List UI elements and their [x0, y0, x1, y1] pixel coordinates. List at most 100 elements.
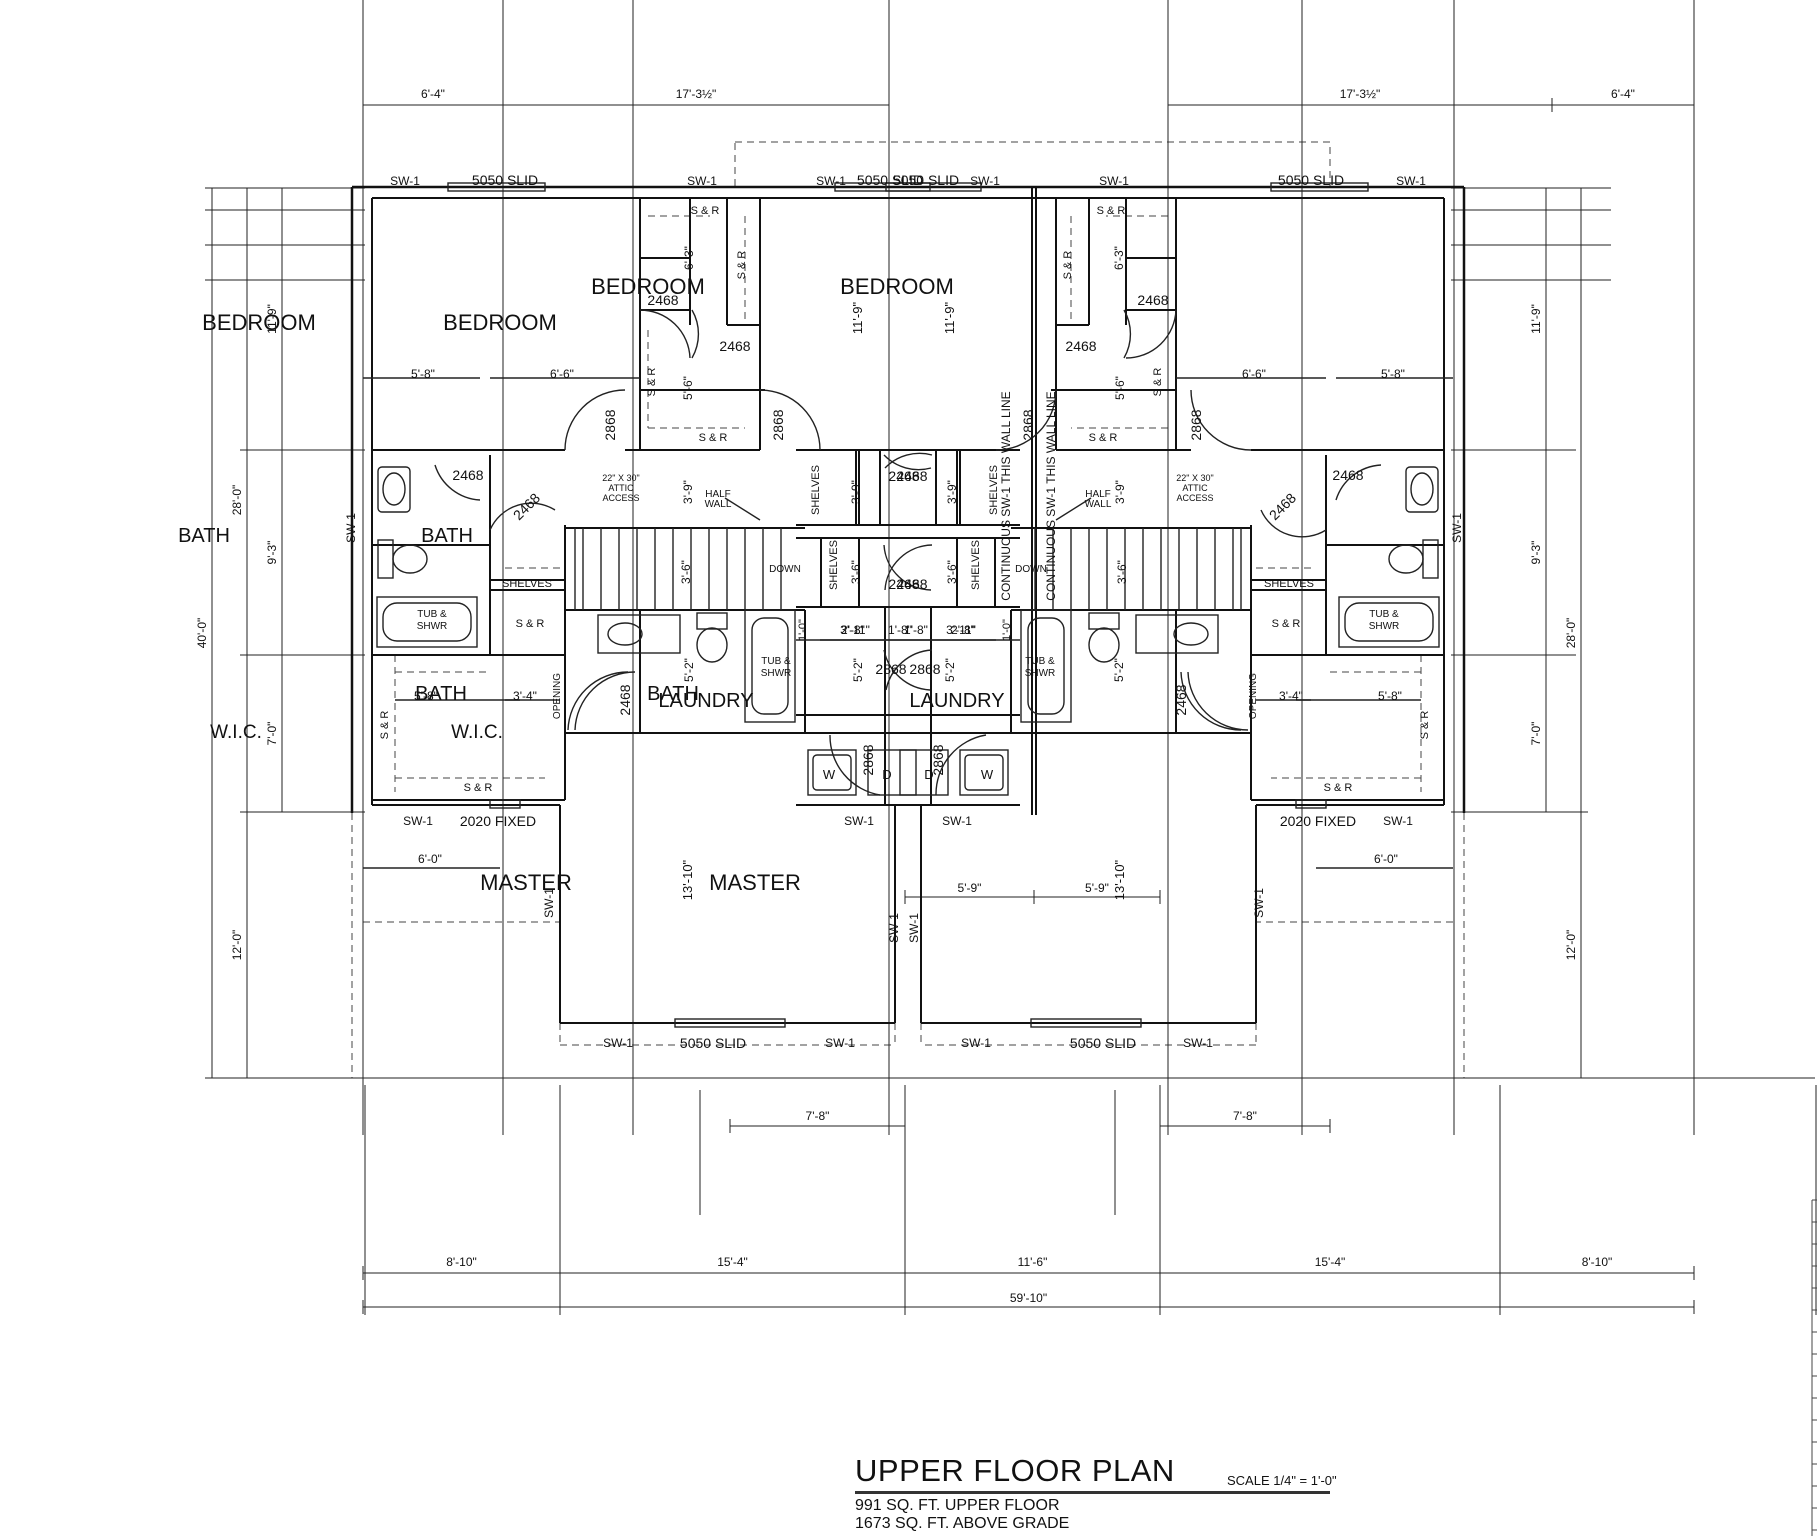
dim-top-left-b: 17'-3½"	[676, 87, 717, 101]
half-wall-note: HALF	[705, 489, 731, 500]
dim-bedroom-depth: 11'-9"	[942, 302, 957, 335]
washer-label: W	[981, 767, 994, 782]
stair-down-note: DOWN	[1015, 564, 1047, 575]
shelf-rod-note: S & R	[1419, 711, 1431, 740]
dim-top-left-a: 6'-4"	[421, 87, 445, 101]
sw-note: SW-1	[1252, 888, 1266, 918]
dim-side-12-0-r: 12'-0"	[1564, 930, 1578, 961]
half-wall-note: HALF	[1085, 489, 1111, 500]
attic-note: 22" X 30"	[1176, 473, 1213, 483]
door-swing	[829, 734, 881, 796]
door-tag: 2468	[888, 576, 919, 592]
shelf-rod-note: S & R	[464, 782, 493, 794]
sink-basin	[1173, 622, 1209, 646]
sw-note: SW-1	[603, 1036, 633, 1050]
attic-note: ATTIC	[1182, 483, 1208, 493]
door-swing	[884, 544, 933, 591]
dim-wic: 5'-8"	[414, 689, 438, 703]
washer	[807, 749, 857, 796]
dim-bottom-1: 15'-4"	[717, 1255, 748, 1269]
dim-bedroom: 6'-6"	[550, 367, 574, 381]
window-note: 5050 SLID	[893, 172, 959, 188]
room-label-hall-bath-right: BATH	[415, 683, 467, 705]
dryer	[867, 749, 917, 796]
door-tag: 2468	[888, 468, 919, 484]
dim-bath: 5'-2"	[1112, 658, 1126, 682]
room-label-hall-bath-left: BATH	[647, 683, 699, 705]
shelves-note: SHELVES	[828, 540, 840, 590]
dim-top-right-b: 6'-4"	[1611, 87, 1635, 101]
door-swing	[1125, 309, 1177, 359]
sw-note: SW-1	[942, 814, 972, 828]
leader-line	[724, 497, 761, 521]
door-swing	[884, 452, 933, 469]
door-tag: 2868	[1188, 409, 1204, 440]
dim-side-11-9-r: 11'-9"	[1529, 304, 1543, 334]
dim-bedroom: 6'-6"	[1242, 367, 1266, 381]
room-label-wic-right: W.I.C.	[210, 722, 262, 743]
leader-line	[1055, 497, 1092, 521]
sink-basin	[382, 472, 406, 506]
dim-side-40: 40'-0"	[195, 618, 209, 649]
door-tag: 2468	[452, 467, 483, 483]
dim-bottom-0: 8'-10"	[446, 1255, 477, 1269]
window-note-fixed: 2020 FIXED	[1280, 813, 1356, 829]
sw-note: SW-1	[1450, 513, 1464, 543]
window-bedroom	[447, 182, 546, 192]
dim-small: 3'-11"	[840, 623, 870, 637]
tub	[744, 609, 796, 723]
door-swing	[1190, 389, 1252, 451]
shelves-note: SHELVES	[988, 465, 1000, 515]
washer-inner	[964, 754, 1004, 791]
door-tag: 2468	[1266, 490, 1299, 523]
vanity	[597, 614, 681, 654]
dim-side-9-3-r: 9'-3"	[1529, 541, 1543, 565]
door-swing	[434, 464, 481, 501]
sw-note: SW-1	[1383, 814, 1413, 828]
shelf-rod-note: S & R	[736, 251, 748, 280]
door-swing	[564, 389, 626, 451]
tub-note: TUB &	[417, 609, 447, 620]
door-swing	[1260, 509, 1327, 538]
window-note: 5050 SLID	[1278, 172, 1344, 188]
door-swing	[759, 389, 821, 451]
window-fixed	[1295, 799, 1327, 809]
dryer-label: D	[924, 767, 933, 782]
door-swing	[489, 502, 556, 531]
dim-bottom-2: 11'-6"	[1018, 1255, 1048, 1269]
dim-master-bay-r: 7'-8"	[1233, 1109, 1257, 1123]
dim-small: 1'-0"	[1001, 619, 1013, 641]
dim-side-11-9: 11'-9"	[265, 304, 279, 334]
dim-gap-r: 5'-9"	[1085, 881, 1109, 895]
door-swing	[574, 671, 636, 731]
dim-side-28: 28'-0"	[230, 485, 244, 516]
walls	[350, 185, 1466, 1024]
dim-bedroom-depth: 11'-9"	[850, 302, 865, 335]
attic-note: 22" X 30"	[602, 473, 639, 483]
shelf-rod-note: S & R	[516, 618, 545, 630]
door-swing	[639, 309, 691, 359]
dim-closet: 6'-3"	[1112, 246, 1126, 270]
title-block: UPPER FLOOR PLAN	[855, 1454, 1335, 1494]
room-label-bath-left: BATH	[421, 525, 473, 547]
window-bedroom	[834, 182, 931, 192]
washer-inner	[812, 754, 852, 791]
dim-hall: 3'-9"	[945, 480, 959, 504]
sw-note: SW-1	[344, 513, 358, 543]
scale-note: SCALE 1/4" = 1'-0"	[1227, 1473, 1337, 1488]
door-swing	[995, 389, 1057, 451]
sw-note: SW-1	[403, 814, 433, 828]
window-fixed	[489, 799, 521, 809]
room-label-master-left: MASTER	[709, 870, 801, 895]
shelf-rod-note: S & R	[1324, 782, 1353, 794]
door-tag: 2468	[647, 292, 678, 308]
room-label-bedroom-2-left: BEDROOM	[840, 274, 954, 299]
door-swing	[567, 671, 629, 731]
door-swing	[935, 734, 987, 796]
door-tag: 2868	[930, 744, 946, 775]
window-note: 5050 SLID	[680, 1035, 746, 1051]
room-label-master-right: MASTER	[480, 870, 572, 895]
dim-hall: 3'-6"	[679, 560, 693, 584]
stair-down-note: DOWN	[769, 564, 801, 575]
